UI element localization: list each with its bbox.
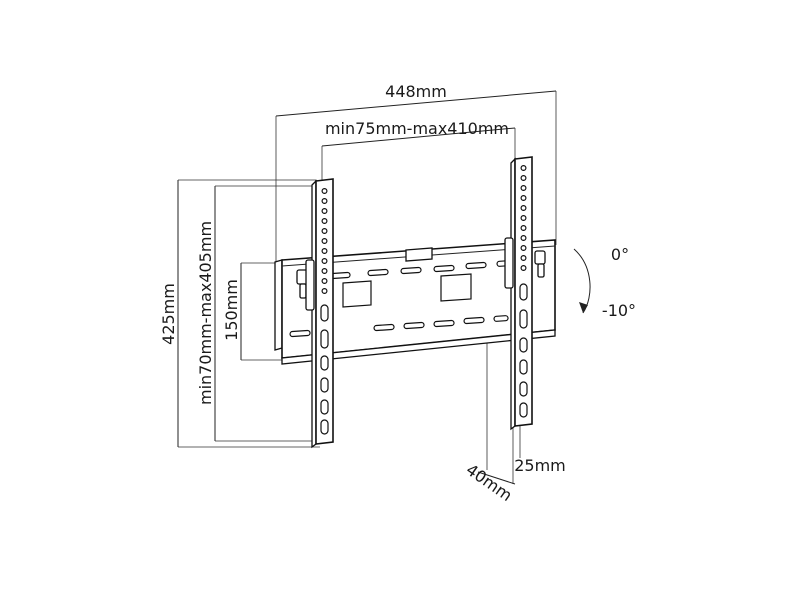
vesa-vertical-label: min70mm-max405mm [196, 221, 215, 405]
tilt-arrow-icon [579, 302, 588, 313]
depth-max-label: 40mm [463, 460, 516, 505]
vesa-horizontal-dimension: min75mm-max410mm [321, 119, 516, 182]
right-arm [504, 156, 546, 431]
right-arm-holes [520, 165, 527, 272]
overall-width-dimension: 448mm [275, 82, 557, 262]
overall-height-label: 425mm [159, 283, 178, 345]
depth-min-label: 25mm [514, 456, 566, 475]
overall-height-dimension: 425mm [159, 179, 320, 448]
plate-opening [440, 273, 472, 302]
left-arm-slots [320, 304, 329, 435]
vesa-vertical-dimension: min70mm-max405mm [196, 185, 318, 442]
left-knob [296, 259, 315, 311]
vesa-horizontal-label: min75mm-max410mm [325, 119, 509, 138]
tilt-indicator: 0° -10° [573, 245, 636, 320]
plate-height-label: 150mm [222, 279, 241, 341]
plate-opening [342, 280, 372, 308]
left-arm-holes [321, 188, 328, 295]
tilt-start-label: 0° [611, 245, 629, 264]
right-knob [504, 237, 546, 289]
plate-slots-bottom [289, 315, 509, 338]
right-arm-slots [519, 283, 528, 418]
left-arm [296, 178, 334, 449]
overall-width-label: 448mm [385, 82, 447, 101]
tilt-end-label: -10° [602, 301, 636, 320]
plate-slots-top [329, 260, 512, 280]
